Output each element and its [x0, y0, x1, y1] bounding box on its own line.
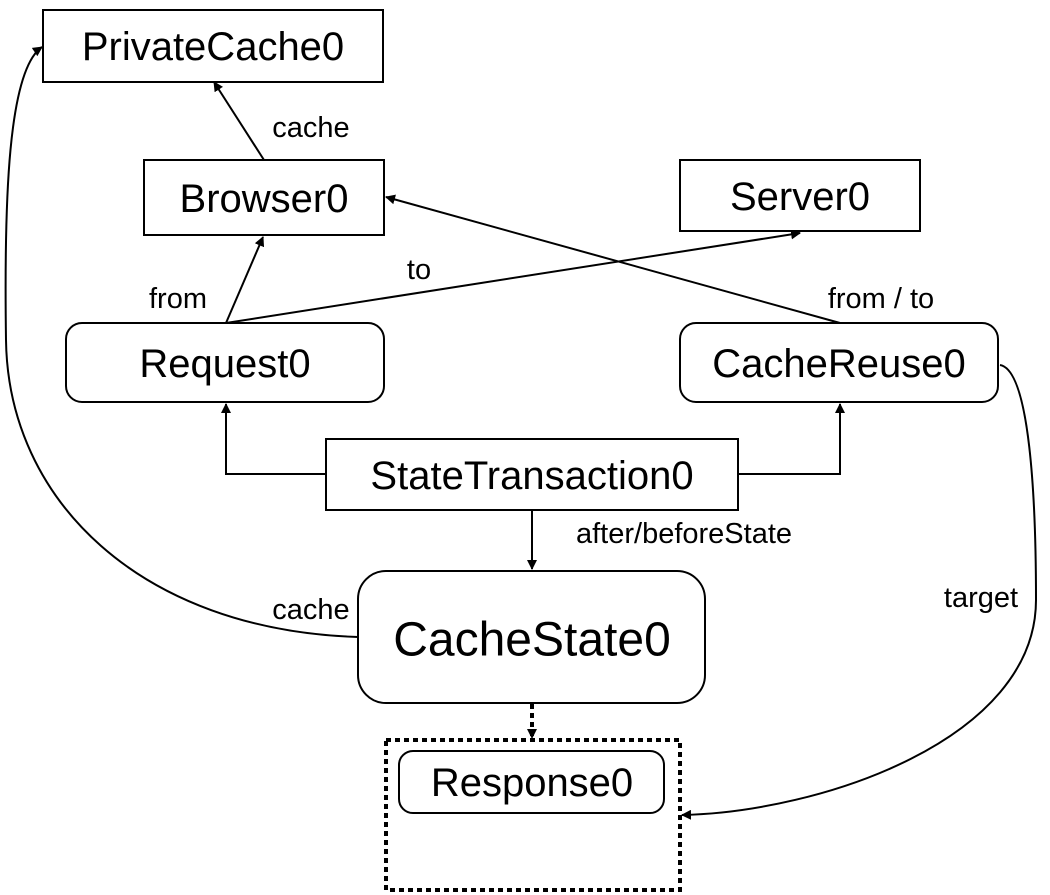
- node-cache-state: CacheState0: [357, 570, 706, 704]
- edge-browser-privatecache: [213, 81, 265, 161]
- node-response-label: Response0: [431, 761, 633, 805]
- node-browser-label: Browser0: [180, 177, 349, 221]
- edge-cachereuse-response: [681, 364, 1038, 820]
- node-request: Request0: [65, 322, 385, 403]
- node-response: Response0: [398, 750, 665, 814]
- node-cache-reuse: CacheReuse0: [679, 322, 999, 403]
- node-state-transaction: StateTransaction0: [325, 438, 739, 511]
- edges: [4, 46, 1038, 820]
- edge-label-browser-cache: cache: [272, 112, 349, 144]
- node-server-label: Server0: [730, 175, 870, 219]
- node-private-cache: PrivateCache0: [42, 9, 384, 83]
- edge-request-browser: [225, 236, 265, 324]
- edge-request-server: [225, 229, 801, 324]
- edge-label-cache-state-cache: cache: [272, 594, 349, 626]
- node-cache-reuse-label: CacheReuse0: [712, 342, 966, 386]
- node-state-transaction-label: StateTransaction0: [370, 454, 693, 498]
- node-private-cache-label: PrivateCache0: [82, 25, 344, 69]
- edge-statetransaction-cachereuse: [739, 403, 845, 475]
- edge-label-cache-reuse-from-to: from / to: [828, 283, 934, 315]
- edge-statetransaction-request: [221, 403, 326, 475]
- node-request-label: Request0: [139, 342, 310, 386]
- edge-labels: cache to from from / to after/beforeStat…: [149, 112, 1018, 626]
- edge-label-request-to: to: [407, 254, 431, 286]
- node-server: Server0: [679, 159, 921, 232]
- node-cache-state-label: CacheState0: [393, 614, 671, 667]
- node-browser: Browser0: [143, 159, 385, 236]
- edge-label-target: target: [944, 582, 1018, 614]
- edge-cachereuse-browser: [385, 194, 841, 324]
- edge-cachestate-privatecache: [4, 46, 359, 638]
- response-container: [384, 738, 682, 892]
- edge-label-after-before-state: after/beforeState: [576, 518, 792, 550]
- edge-label-request-from: from: [149, 283, 207, 315]
